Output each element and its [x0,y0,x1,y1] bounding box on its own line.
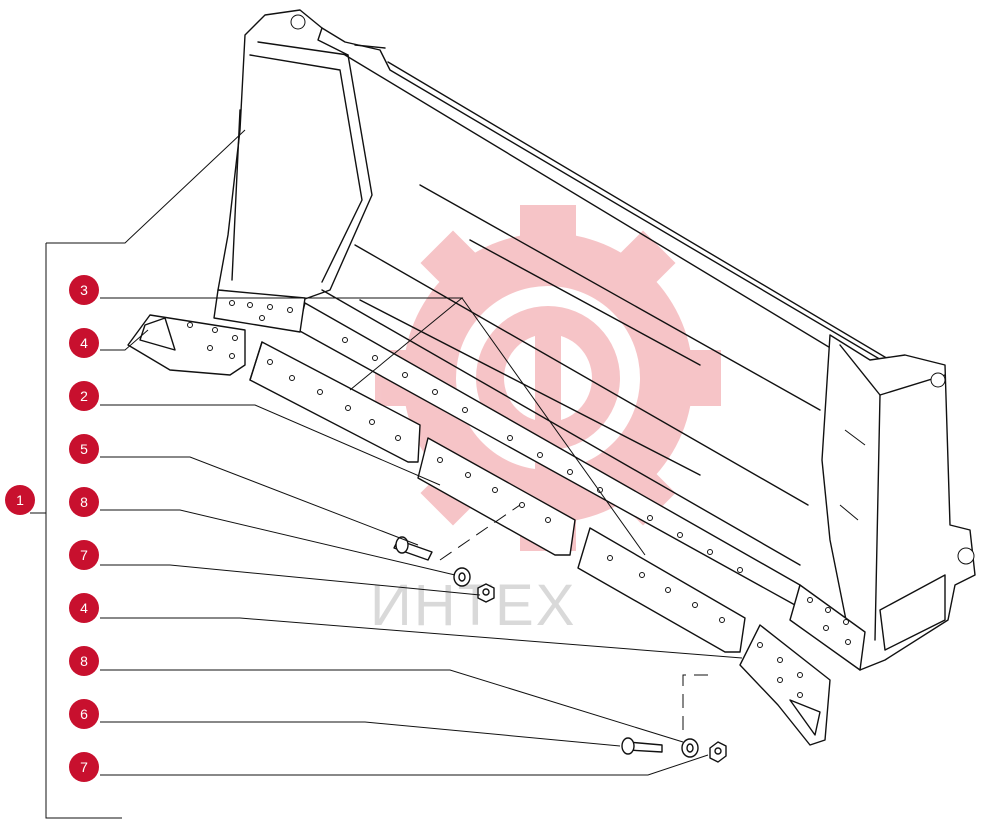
nut-7-lower [709,741,727,763]
cutting-edge-segment-3 [577,527,746,653]
bucket-body [213,9,976,671]
watermark-text: ИНТЕХ [370,573,576,638]
cutting-edge-segment-2 [417,437,576,556]
callout-7-upper-label: 7 [80,547,88,563]
left-corner-plate [213,289,306,333]
nut-7-upper [477,583,495,603]
left-side-plate [217,9,373,301]
washer-8-upper [453,567,471,587]
callout-2: 2 [69,381,99,411]
callout-6-label: 6 [80,706,88,722]
corner-tooth-right [739,624,831,746]
callout-1: 1 [5,485,35,515]
callout-4-upper-label: 4 [80,335,88,351]
base-edge-holes [342,337,743,573]
bolt-5 [393,536,433,561]
callout-4-upper: 4 [69,328,99,358]
callout-8-upper-label: 8 [80,494,88,510]
washer-8-lower [681,738,699,758]
callout-3-label: 3 [80,282,88,298]
callout-7-lower-label: 7 [80,759,88,775]
callout-3: 3 [69,275,99,305]
callout-8-lower: 8 [69,646,99,676]
callout-8-upper: 8 [69,487,99,517]
leader-lines [30,129,743,819]
cutting-edge-segment-1 [249,341,421,463]
bolt-6 [621,737,663,755]
callout-8-lower-label: 8 [80,653,88,669]
callout-7-lower: 7 [69,752,99,782]
callout-1-label: 1 [16,492,24,508]
right-side-plate [821,334,976,671]
callout-5: 5 [69,434,99,464]
callout-5-label: 5 [80,441,88,457]
callout-7-upper: 7 [69,540,99,570]
callout-6: 6 [69,699,99,729]
callout-4-lower-label: 4 [80,600,88,616]
corner-tooth-left [127,314,246,376]
callout-2-label: 2 [80,388,88,404]
callout-4-lower: 4 [69,593,99,623]
